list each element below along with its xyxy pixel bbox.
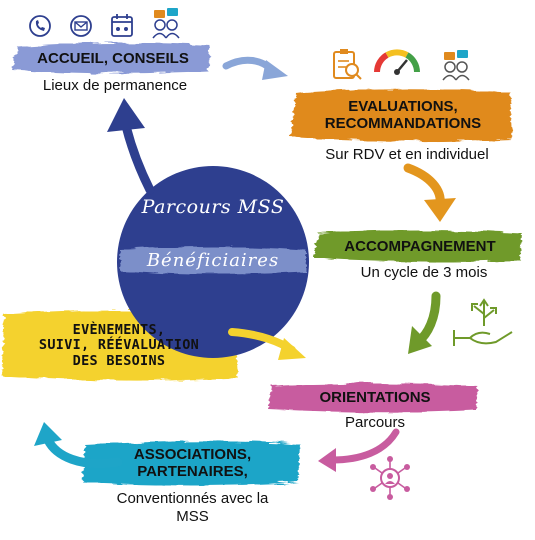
evenements-title: EVÈNEMENTS, SUIVI, RÉÉVALUATION DES BESO… — [6, 316, 232, 376]
accueil-stroke — [12, 42, 210, 74]
hand-directions-icon — [453, 298, 513, 346]
center-subtitle: Bénéficiaires — [146, 250, 280, 271]
network-person-icon — [370, 456, 410, 500]
clipboard-icon — [333, 49, 362, 80]
evaluations-stroke — [290, 89, 512, 142]
mail-icon — [70, 15, 92, 37]
evenements-title-line: SUIVI, RÉÉVALUATION — [38, 337, 200, 354]
arrow-associations-to-evenements — [43, 435, 123, 469]
gauge-icon — [374, 49, 420, 75]
accompagnement-subtitle: Un cycle de 3 mois — [360, 264, 488, 281]
accueil-title: ACCUEIL, CONSEILS — [37, 49, 189, 67]
associations-subtitle: Conventionnés avec la MSS — [85, 490, 300, 526]
associations-stroke — [82, 441, 300, 485]
accompagnement-stroke — [314, 230, 522, 262]
associations-subtitle-line: Conventionnés avec la — [116, 490, 269, 507]
accueil-subtitle: Lieux de permanence — [42, 77, 188, 94]
evaluations-subtitle: Sur RDV et en individuel — [325, 146, 489, 163]
evaluations-title: EVALUATIONS, RECOMMANDATIONS — [296, 94, 510, 138]
arrow-evaluations-to-accompagnement — [403, 163, 445, 209]
calendar-icon — [111, 14, 133, 37]
accompagnement-title: ACCOMPAGNEMENT — [344, 237, 496, 255]
evaluations-title-line: RECOMMANDATIONS — [324, 115, 482, 132]
evenements-title-line: DES BESOINS — [72, 352, 166, 369]
orientations-subtitle: Parcours — [344, 414, 406, 431]
arrow-circle-to-accueil — [121, 121, 155, 195]
orientations-stroke — [268, 383, 478, 413]
center-band — [120, 247, 306, 275]
orientations-title: ORIENTATIONS — [319, 388, 431, 406]
associations-subtitle-line: MSS — [176, 508, 209, 525]
associations-title-line: PARTENAIRES, — [137, 463, 248, 480]
phone-icon — [29, 15, 51, 37]
discussion-icon — [152, 8, 180, 39]
discussion-icon — [442, 50, 470, 81]
associations-title-line: ASSOCIATIONS, — [133, 446, 252, 464]
evenements-title-line: EVÈNEMENTS, — [72, 322, 166, 339]
evaluations-title-line: EVALUATIONS, — [348, 98, 458, 116]
center-title: Parcours MSS — [141, 196, 285, 218]
associations-title: ASSOCIATIONS, PARTENAIRES, — [85, 445, 300, 483]
arrow-orientations-to-associations — [328, 428, 400, 464]
